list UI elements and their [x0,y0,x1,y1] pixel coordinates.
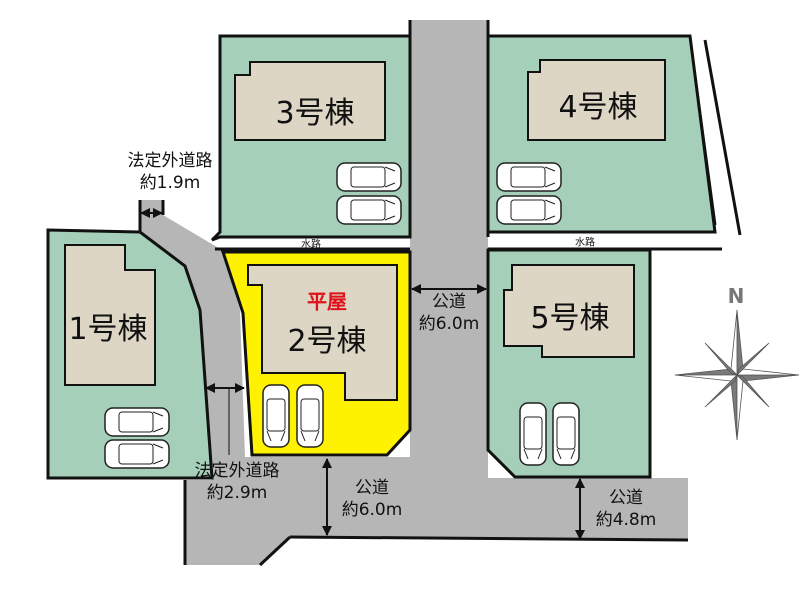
waterway-label-left: 水路 [301,239,321,251]
bottom-road-label: 公道約6.0m [341,478,403,520]
lot-5-label: 5号棟 [530,301,610,336]
lot-1-label: 1号棟 [68,312,148,347]
lot-2-tag: 平屋 [307,289,347,314]
lot-3-label: 3号棟 [275,96,355,131]
north-label: N [727,284,745,308]
building-1 [64,244,156,386]
center-road [410,20,488,460]
building-3 [234,61,386,141]
waterway-label-right: 水路 [575,237,595,249]
building-4 [527,59,666,141]
bottom-right-road-label: 公道約4.8m [595,488,657,530]
center-road-label: 公道約6.0m [418,292,480,334]
lot-4-label: 4号棟 [558,90,638,125]
building-2 [247,264,398,401]
building-5 [503,264,635,358]
alley-and-bottom-road [140,200,688,565]
compass-rose-icon [674,309,800,441]
alley-mid-label: 法定外道路約2.9m [194,461,280,503]
alley-top-label: 法定外道路約1.9m [127,151,213,193]
lot-2-label: 2号棟 [287,324,367,359]
